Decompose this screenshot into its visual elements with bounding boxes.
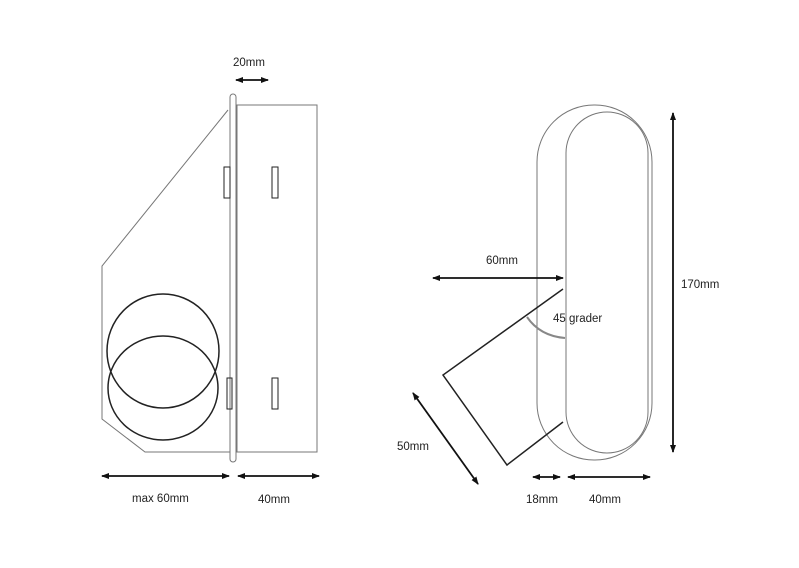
dim-label-20mm: 20mm	[233, 57, 265, 69]
backplate	[229, 93, 237, 463]
side-view: 20mm max 60mm 40mm	[101, 57, 320, 506]
angle-arc	[526, 316, 566, 339]
pipe-circle-upper	[106, 293, 220, 409]
dim-label-170mm: 170mm	[681, 279, 719, 291]
tab-slot	[271, 166, 279, 199]
dim-label-60mm: 60mm	[486, 255, 518, 267]
wall-box	[236, 104, 318, 453]
pipe-circle-lower	[107, 335, 219, 441]
outer-hood	[536, 104, 653, 461]
tab-slot	[223, 166, 231, 199]
angle-label: 45 grader	[553, 313, 602, 325]
inner-opening	[565, 111, 649, 454]
dim-arrow-50mm	[412, 392, 479, 485]
tab-slot	[271, 377, 279, 410]
dim-label-18mm: 18mm	[526, 494, 558, 506]
dim-label-50mm: 50mm	[397, 441, 429, 453]
tab-slot	[226, 377, 233, 410]
front-view: 45 grader 60mm 50mm 170mm 18mm 40mm	[397, 104, 719, 506]
hood-outline	[101, 109, 230, 453]
dim-label-40mm: 40mm	[258, 494, 290, 506]
dim-label-max-60mm: max 60mm	[132, 493, 189, 505]
pipe-outline	[441, 288, 564, 467]
dim-label-40mm-front: 40mm	[589, 494, 621, 506]
